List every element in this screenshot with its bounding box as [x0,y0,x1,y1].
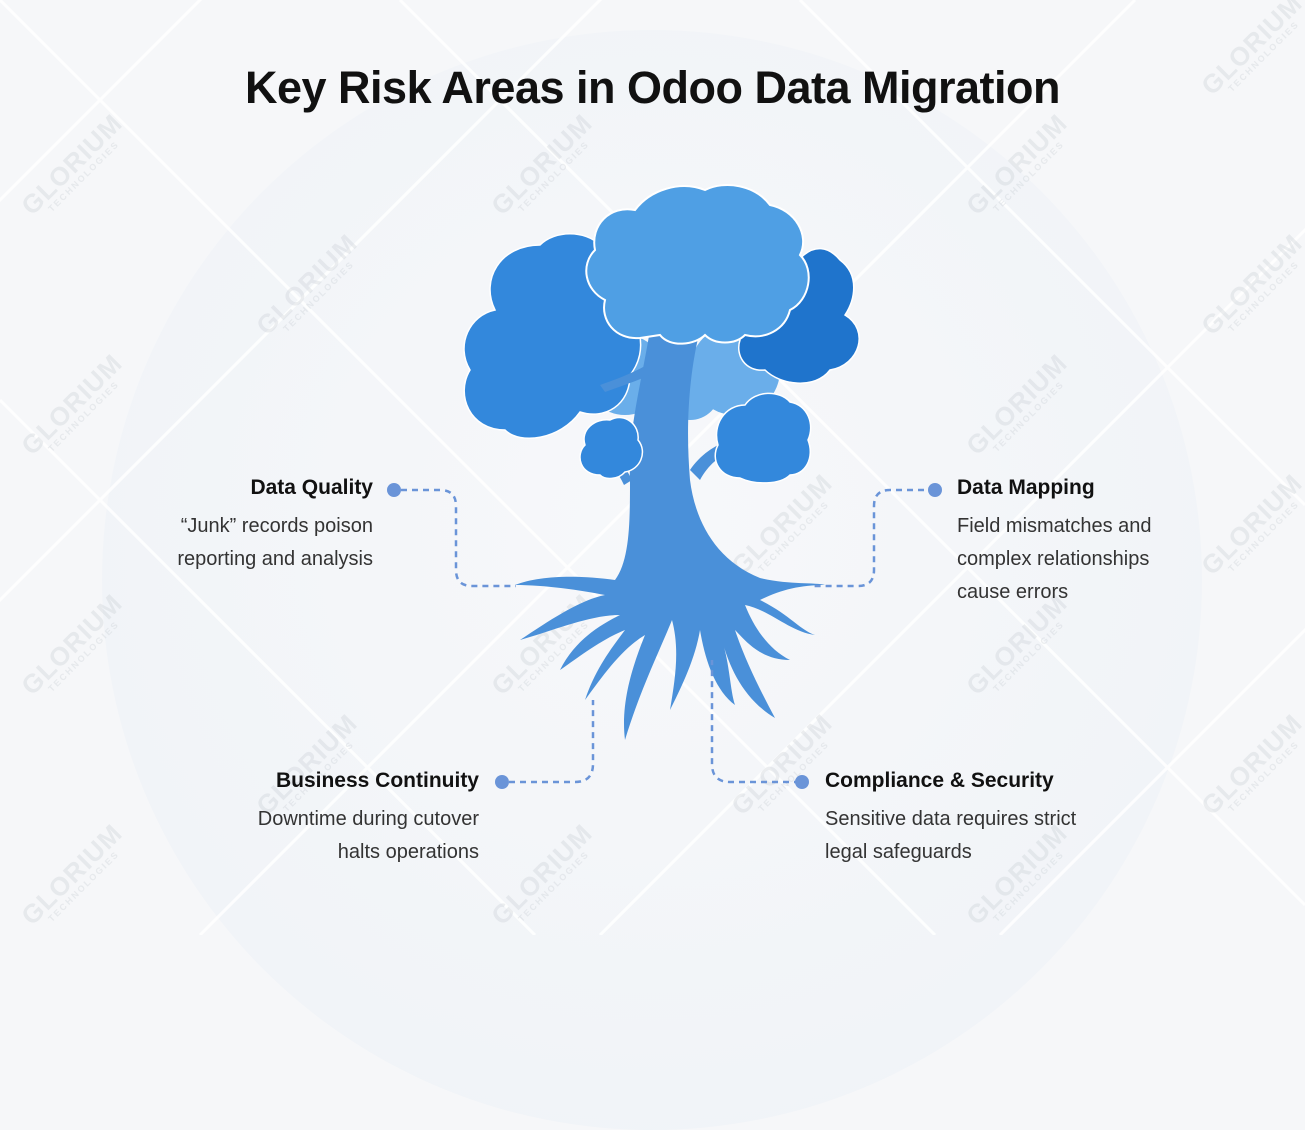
risk-data-quality: Data Quality “Junk” records poison repor… [33,474,373,576]
page-title: Key Risk Areas in Odoo Data Migration [244,62,1061,113]
data-quality-dot [387,483,401,497]
risk-description: Field mismatches and complex relationshi… [957,515,1152,603]
risk-description: Downtime during cutover halts operations [257,808,479,863]
risk-data-mapping: Data Mapping Field mismatches and comple… [957,474,1277,609]
data-mapping-dot [928,483,942,497]
risk-title: Data Mapping [957,476,1095,499]
compliance-security-dot [795,775,809,789]
risk-description: Sensitive data requires strict legal saf… [825,808,1077,863]
risk-title: Compliance & Security [825,769,1054,792]
risk-description: “Junk” records poison reporting and anal… [177,515,373,570]
canopy-small-right [714,392,812,484]
risk-title: Data Quality [250,476,373,499]
background-grid-pattern [0,0,1305,935]
risk-compliance-security: Compliance & Security Sensitive data req… [825,767,1225,869]
canopy-small-left [579,416,644,480]
business-continuity-dot [495,775,509,789]
tree-illustration [401,184,935,784]
risk-business-continuity: Business Continuity Downtime during cuto… [119,767,479,869]
canopy-top [585,184,810,345]
connector-lines [401,488,935,784]
risk-title: Business Continuity [275,769,479,792]
